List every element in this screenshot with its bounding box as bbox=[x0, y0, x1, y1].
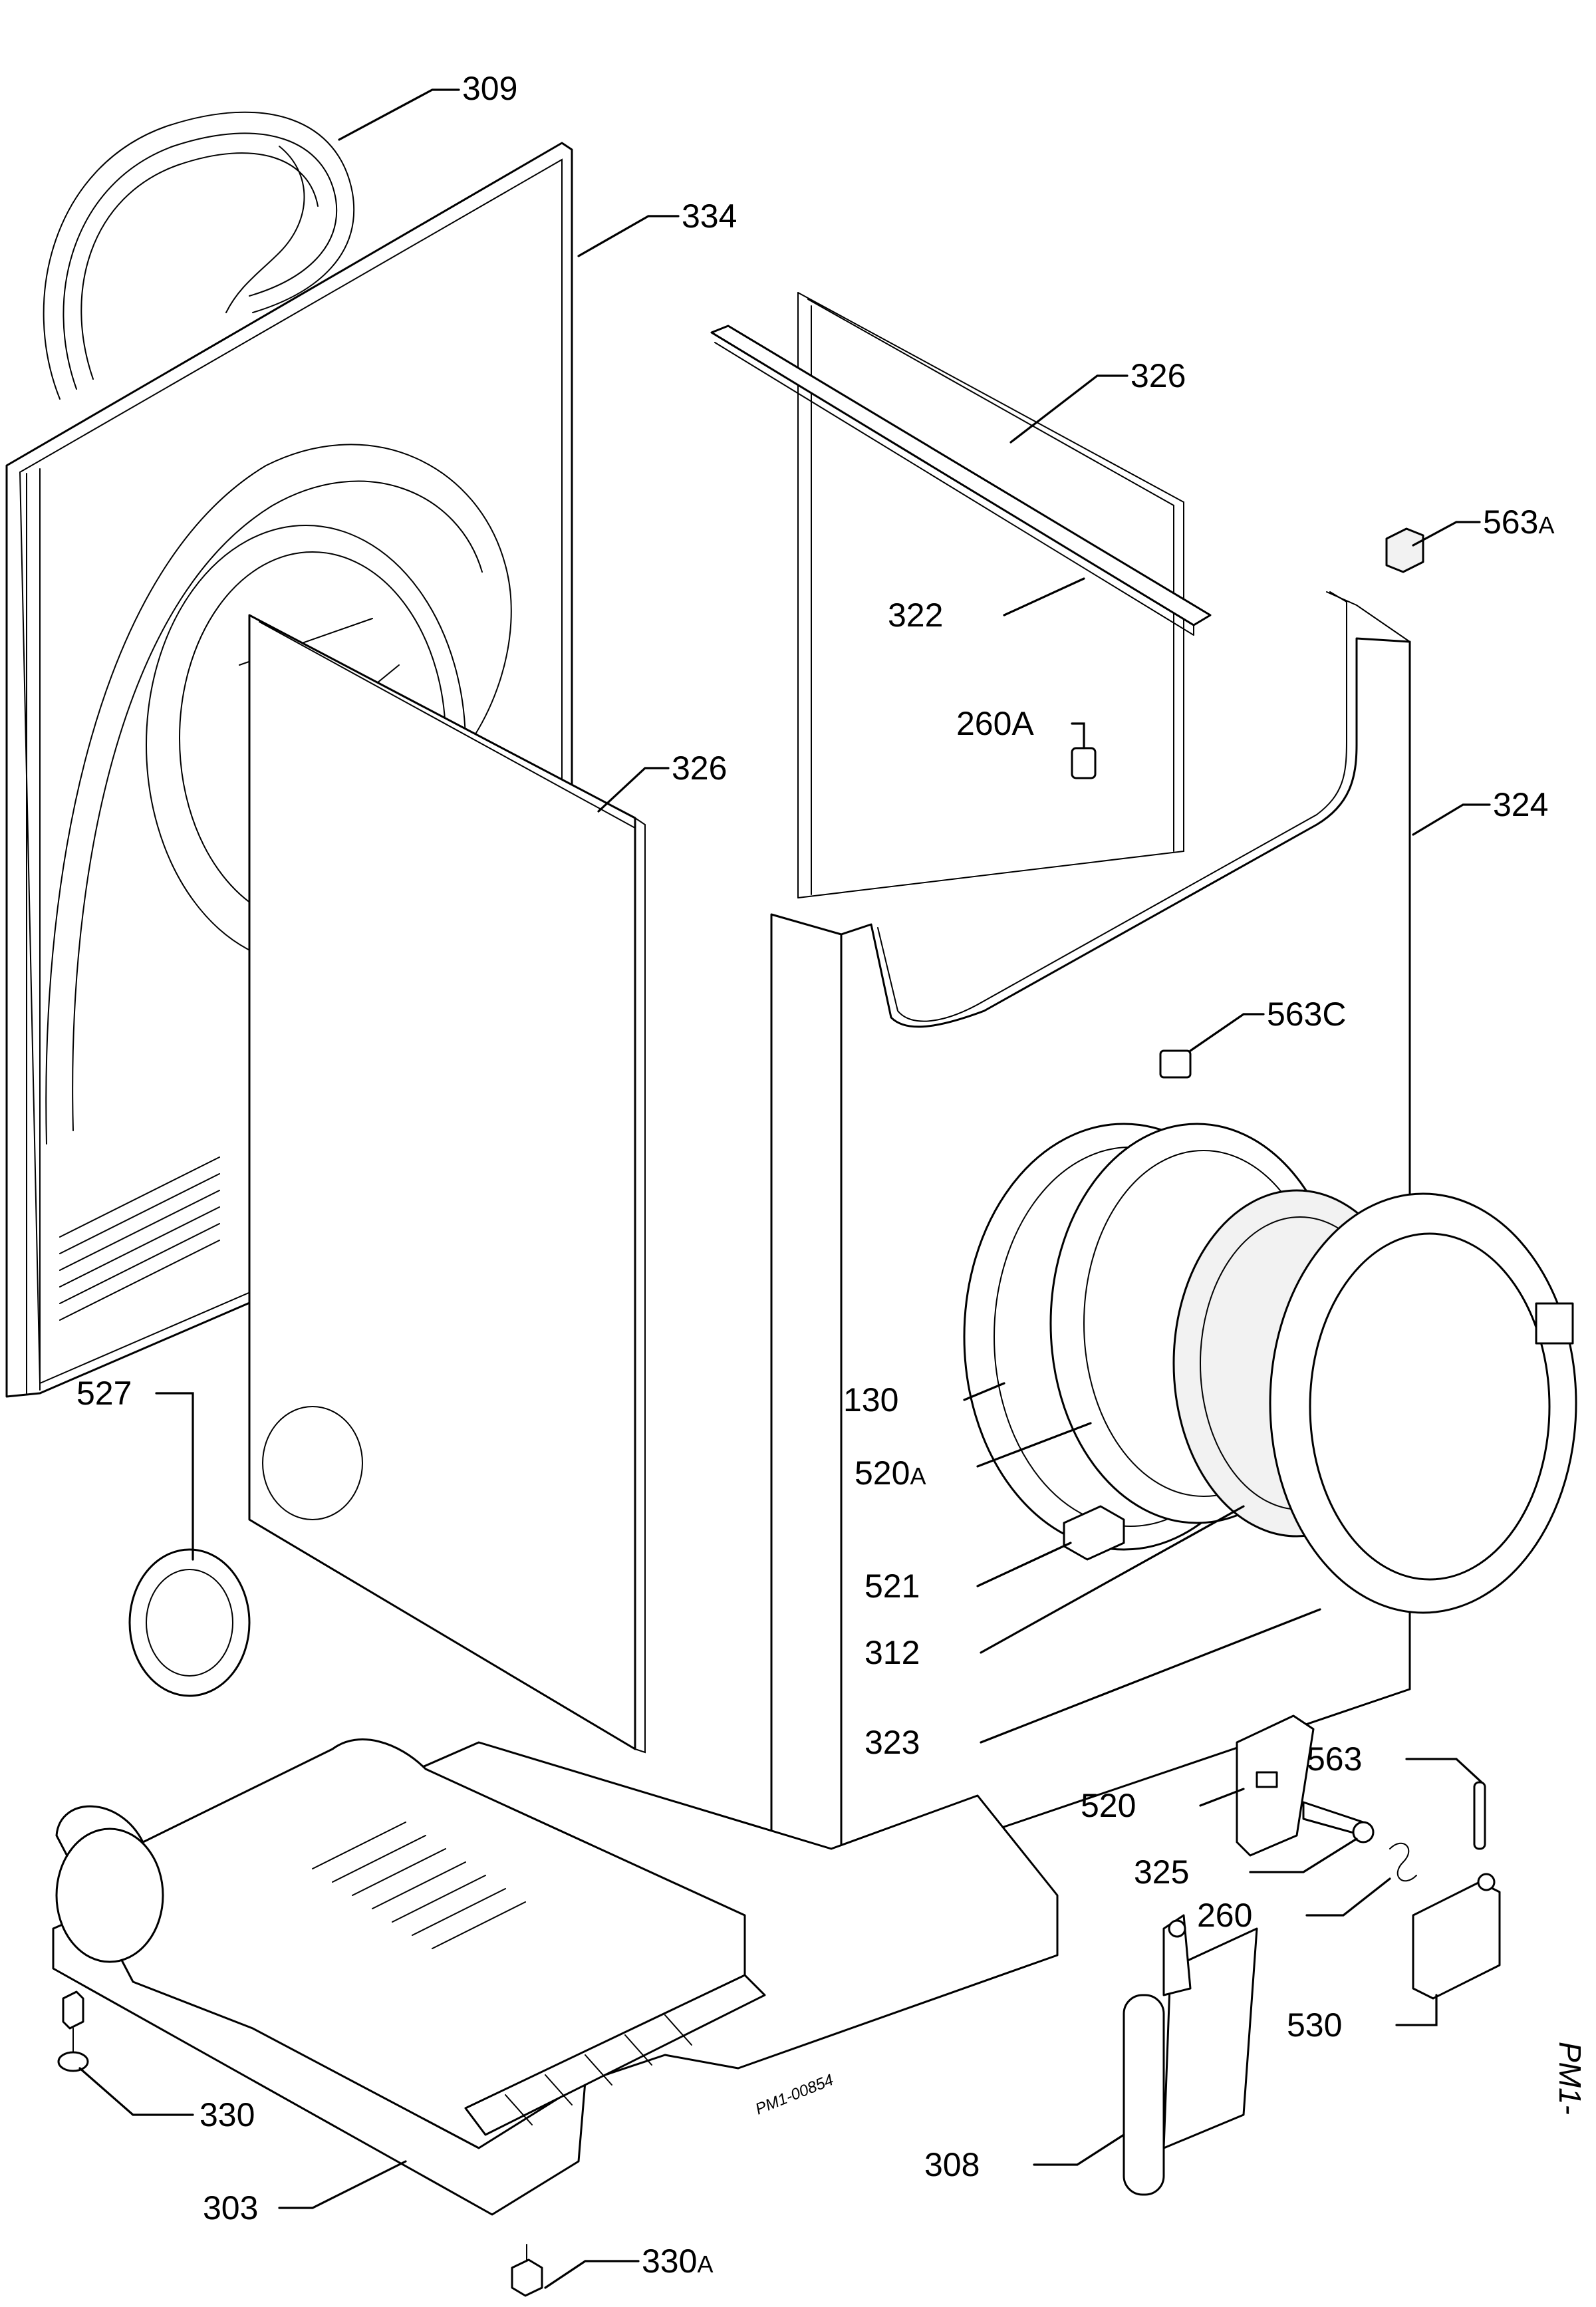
leader-130 bbox=[963, 1382, 1005, 1401]
callout-530: 530 bbox=[1287, 2006, 1342, 2044]
leader-312 bbox=[980, 1505, 1245, 1654]
leader-260 bbox=[1305, 1877, 1391, 1917]
callout-312: 312 bbox=[864, 1634, 920, 1671]
callout-130: 130 bbox=[843, 1381, 898, 1419]
callout-520a: 520A bbox=[855, 1454, 926, 1492]
part-309-seal-ring bbox=[43, 111, 355, 400]
part-330-foot bbox=[57, 1990, 89, 2072]
corner-mark: PM1- bbox=[1553, 2042, 1587, 2115]
leader-lines bbox=[78, 88, 1491, 2289]
callout-260: 260 bbox=[1197, 1897, 1252, 1934]
part-326-right-frame bbox=[797, 292, 1184, 898]
part-325-hinge-lever bbox=[1302, 1801, 1375, 1843]
leader-323 bbox=[980, 1608, 1321, 1744]
callout-260a: 260A bbox=[956, 705, 1034, 742]
leader-520a bbox=[976, 1422, 1092, 1468]
leader-326-mid bbox=[597, 767, 670, 813]
side-panel-hole bbox=[262, 1406, 363, 1520]
callout-330a: 330A bbox=[642, 2242, 713, 2280]
callout-334: 334 bbox=[682, 198, 737, 235]
leader-326-top bbox=[1009, 374, 1129, 444]
leader-325 bbox=[1249, 1837, 1358, 1873]
callout-308: 308 bbox=[924, 2146, 980, 2183]
callout-563a: 563A bbox=[1483, 503, 1554, 541]
callout-330: 330 bbox=[200, 2096, 255, 2133]
callout-labels: 309 334 326 563A 322 260A 326 324 563C 5… bbox=[76, 70, 1554, 2280]
part-326-side-panel bbox=[248, 614, 646, 1754]
leader-520 bbox=[1199, 1788, 1245, 1807]
base-duct-opening bbox=[55, 1828, 164, 1963]
part-303-base-plate bbox=[52, 1738, 1059, 2216]
callout-326-top: 326 bbox=[1130, 357, 1186, 394]
callout-527: 527 bbox=[76, 1375, 132, 1412]
part-527-round-fitting bbox=[128, 1548, 251, 1697]
callout-326-mid: 326 bbox=[672, 749, 727, 787]
part-530-cover bbox=[1412, 1873, 1501, 2000]
callout-309: 309 bbox=[462, 70, 517, 107]
leader-308 bbox=[1033, 2133, 1125, 2166]
leader-521 bbox=[976, 1542, 1072, 1587]
part-330a-foot bbox=[511, 2244, 543, 2297]
callout-563: 563 bbox=[1307, 1740, 1362, 1778]
leader-309 bbox=[338, 88, 460, 141]
leader-530 bbox=[1395, 1994, 1438, 2026]
base-plate-vents bbox=[312, 1822, 526, 1949]
leader-527 bbox=[155, 1392, 194, 1561]
leader-330a bbox=[544, 2260, 640, 2289]
callout-303: 303 bbox=[203, 2189, 258, 2227]
part-260-spring bbox=[1389, 1842, 1417, 1882]
leader-322 bbox=[1003, 577, 1085, 616]
leader-324 bbox=[1412, 803, 1491, 836]
leader-260a bbox=[1071, 722, 1085, 749]
leader-334 bbox=[577, 215, 680, 257]
callout-324: 324 bbox=[1493, 786, 1548, 823]
drawing-code: PM1-00854 bbox=[753, 2071, 836, 2119]
part-260a-clip bbox=[1071, 747, 1097, 779]
part-563c-clip bbox=[1159, 1049, 1192, 1079]
part-323-door-frame bbox=[1269, 1192, 1577, 1614]
part-322-top-rail bbox=[710, 325, 1212, 636]
leader-563 bbox=[1405, 1758, 1483, 1784]
leader-563c bbox=[1189, 1013, 1265, 1052]
callout-322: 322 bbox=[888, 597, 943, 634]
leader-330 bbox=[78, 2067, 194, 2116]
leader-303 bbox=[278, 2160, 407, 2209]
callout-520: 520 bbox=[1081, 1787, 1136, 1824]
part-563a-bumper bbox=[1385, 527, 1424, 573]
callout-563c: 563C bbox=[1267, 996, 1347, 1033]
door-latch-block bbox=[1535, 1302, 1574, 1345]
callout-521: 521 bbox=[864, 1567, 920, 1605]
callout-325: 325 bbox=[1134, 1853, 1189, 1891]
callout-323: 323 bbox=[864, 1724, 920, 1761]
part-563-pin bbox=[1473, 1781, 1486, 1850]
rear-panel-vents bbox=[59, 1156, 220, 1321]
part-308-door-hinge bbox=[1123, 1914, 1258, 2196]
leader-563a bbox=[1412, 521, 1481, 547]
part-520-hinge-plate bbox=[1236, 1714, 1315, 1857]
